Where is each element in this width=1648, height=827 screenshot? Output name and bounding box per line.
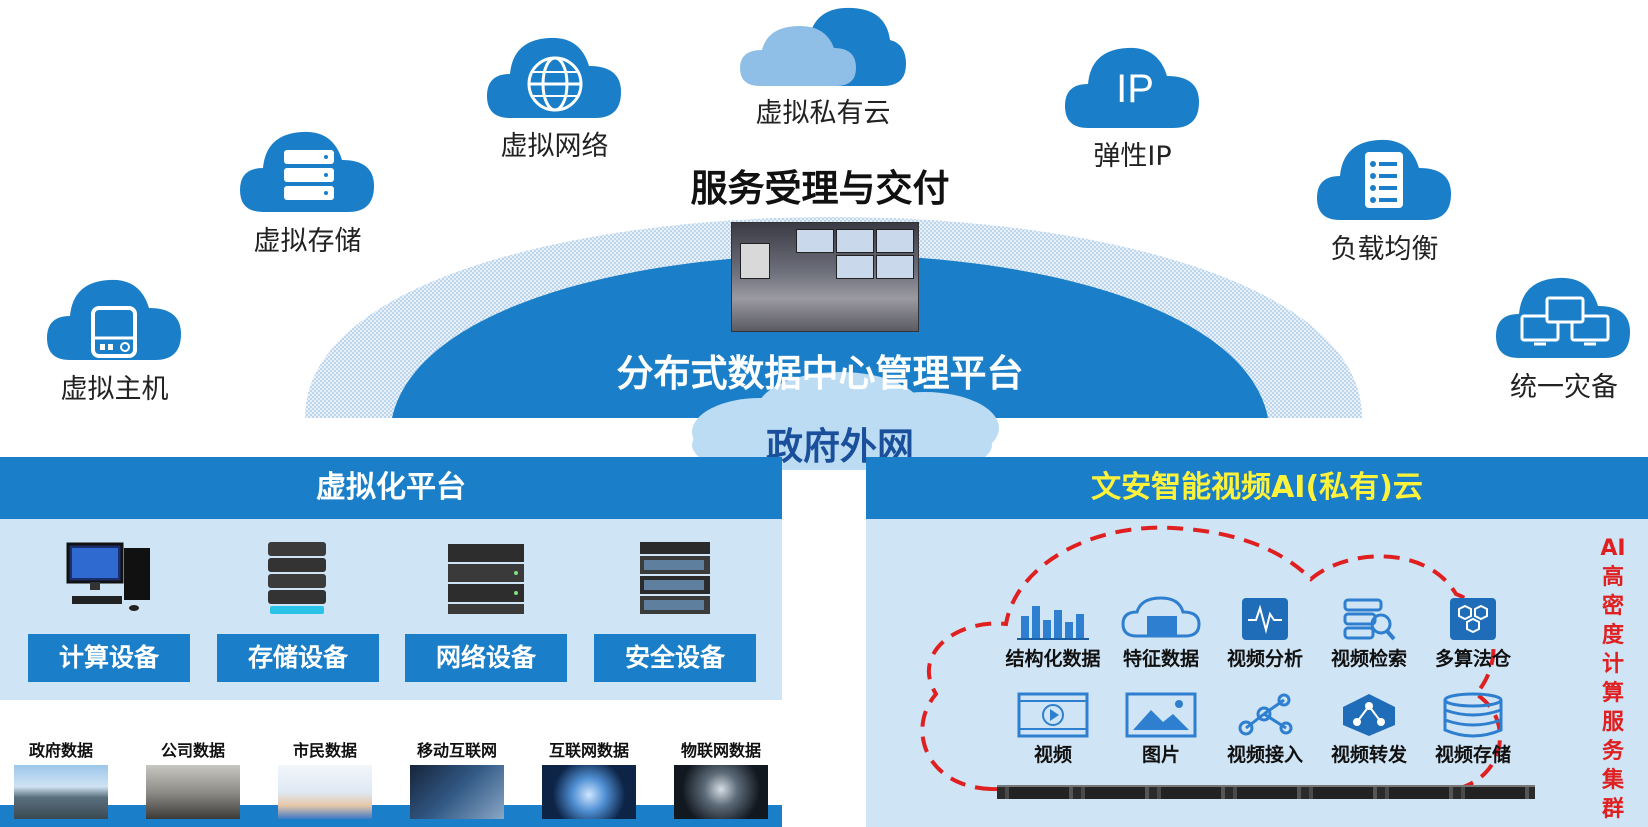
iot-image	[674, 765, 768, 819]
data-source-label: 移动互联网	[416, 741, 497, 760]
virtual-host-label: 虚拟主机	[60, 374, 169, 405]
double-cloud-icon	[740, 7, 906, 86]
globe-icon	[486, 37, 621, 118]
gov-building-image	[14, 765, 108, 819]
ip-icon-text: IP	[1116, 67, 1154, 111]
computer-icon	[66, 542, 150, 611]
storage-device-button[interactable]: 存储设备	[217, 634, 379, 682]
ai-item-label: 视频接入	[1226, 744, 1303, 766]
data-source-iot: 物联网数据	[672, 737, 770, 821]
ai-item-label: 结构化数据	[1005, 648, 1101, 670]
image-icon	[1125, 692, 1197, 738]
compute-device-button[interactable]: 计算设备	[28, 634, 190, 682]
service-unified-backup: 统一灾备	[1480, 268, 1648, 404]
service-title: 服务受理与交付	[690, 167, 950, 210]
waveform-icon	[1242, 598, 1288, 640]
ai-cluster-vertical-label: AI高密度计算服务集群	[1600, 536, 1626, 822]
inner-dome	[392, 254, 1268, 418]
hexagon-network-icon	[1343, 694, 1395, 736]
ai-item-label: 特征数据	[1122, 648, 1199, 670]
control-room-photo	[731, 222, 919, 332]
service-virtual-storage: 虚拟存储	[235, 122, 380, 258]
virtual-network-label: 虚拟网络	[500, 131, 609, 162]
data-source-label: 政府数据	[28, 741, 93, 760]
unified-backup-label: 统一灾备	[1510, 372, 1618, 403]
service-elastic-ip: IP 弹性IP	[1060, 40, 1205, 173]
data-source-label: 市民数据	[292, 741, 357, 760]
ai-structured-data: 结构化数据	[998, 596, 1108, 671]
data-source-label: 公司数据	[160, 741, 225, 760]
gov-network-cloud	[692, 372, 999, 470]
data-source-citizen: 市民数据	[276, 737, 374, 821]
security-device-button[interactable]: 安全设备	[594, 634, 756, 682]
data-source-internet: 互联网数据	[540, 737, 638, 821]
hexagon-grid-icon	[1450, 598, 1496, 640]
citizens-image	[278, 765, 372, 819]
virtual-private-cloud-label: 虚拟私有云	[755, 98, 891, 129]
elastic-ip-label: 弹性IP	[1093, 141, 1172, 172]
service-virtual-host: 虚拟主机	[42, 270, 187, 406]
ai-image: 图片	[1106, 692, 1216, 767]
network-device-icon	[448, 544, 524, 614]
ai-video-forward: 视频转发	[1314, 692, 1424, 767]
ip-cloud-icon: IP	[1064, 47, 1199, 128]
search-server-icon	[1343, 598, 1396, 641]
ai-item-label: 视频检索	[1330, 648, 1407, 670]
ai-video: 视频	[998, 692, 1108, 767]
network-nodes-icon	[1238, 693, 1293, 736]
ai-feature-data: 特征数据	[1106, 596, 1216, 671]
dashed-cloud-outline	[920, 525, 1502, 794]
security-device-icon	[640, 542, 710, 614]
server-list-icon	[1316, 139, 1451, 220]
globe-image	[542, 765, 636, 819]
service-load-balancing: 负载均衡	[1312, 130, 1457, 266]
ai-item-label: 视频	[1033, 744, 1072, 766]
data-source-gov: 政府数据	[12, 737, 110, 821]
data-source-mobile-internet: 移动互联网	[408, 737, 506, 821]
server-rack-image	[997, 785, 1535, 799]
ai-item-label: 多算法仓	[1434, 648, 1511, 670]
video-play-icon	[1017, 692, 1089, 738]
data-source-label: 互联网数据	[548, 741, 629, 760]
data-source-company: 公司数据	[144, 737, 242, 821]
service-virtual-private-cloud: 虚拟私有云	[738, 4, 908, 130]
load-balancing-label: 负载均衡	[1330, 234, 1439, 265]
storage-rack-icon	[239, 131, 374, 212]
platform-title: 分布式数据中心管理平台	[616, 352, 1024, 395]
right-panel-body	[866, 519, 1648, 827]
ai-video-search: 视频检索	[1314, 596, 1424, 671]
data-source-strip	[0, 805, 782, 827]
ai-item-label: 视频存储	[1434, 744, 1511, 766]
ai-item-label: 视频转发	[1330, 744, 1407, 766]
server-box-icon	[46, 279, 181, 360]
monitors-icon	[1496, 277, 1630, 358]
office-image	[146, 765, 240, 819]
database-icon	[1443, 692, 1503, 738]
right-panel-title: 文安智能视频AI(私有)云	[866, 457, 1648, 519]
ai-item-label: 图片	[1141, 744, 1180, 766]
service-virtual-network: 虚拟网络	[482, 32, 627, 163]
ai-video-access: 视频接入	[1210, 692, 1320, 767]
left-panel-title: 虚拟化平台	[0, 457, 782, 519]
ai-video-analysis: 视频分析	[1210, 596, 1320, 671]
ai-video-storage: 视频存储	[1418, 692, 1528, 767]
data-source-label: 物联网数据	[680, 741, 761, 760]
bar-chart-icon	[1017, 606, 1089, 640]
storage-device-icon	[268, 542, 326, 614]
ai-multi-algorithm-warehouse: 多算法仓	[1418, 596, 1528, 671]
cloud-folder-icon	[1121, 596, 1201, 638]
mobile-image	[410, 765, 504, 819]
network-device-button[interactable]: 网络设备	[405, 634, 567, 682]
ai-item-label: 视频分析	[1226, 648, 1303, 670]
virtual-storage-label: 虚拟存储	[253, 226, 362, 257]
